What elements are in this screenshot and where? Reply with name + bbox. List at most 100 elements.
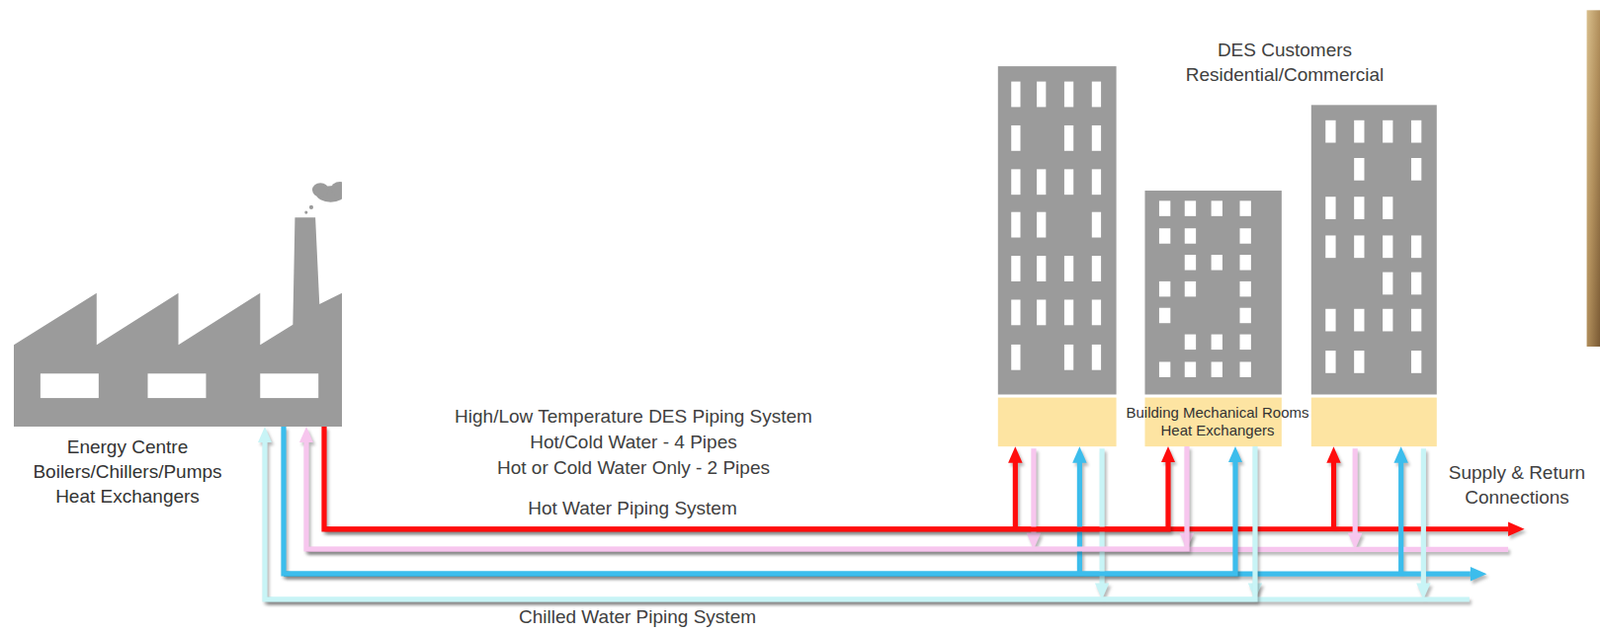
window (1353, 120, 1364, 144)
caption-label: Chilled Water Piping System (459, 606, 816, 629)
window (1382, 120, 1393, 144)
window (1064, 82, 1074, 108)
window (1240, 335, 1252, 350)
pipe (1421, 448, 1427, 586)
window (1159, 200, 1171, 216)
window (1010, 168, 1020, 195)
window (1184, 254, 1196, 270)
window (1064, 125, 1074, 152)
arrowhead (1347, 533, 1362, 551)
window (1353, 196, 1364, 220)
window (1092, 299, 1101, 326)
pipe-connector (264, 436, 1256, 600)
connector-group (264, 426, 1256, 600)
smoke (304, 211, 308, 215)
window (1325, 309, 1336, 333)
window (1240, 228, 1252, 244)
window (1064, 255, 1074, 282)
window (1159, 361, 1171, 377)
window (1411, 120, 1422, 144)
window (1411, 235, 1422, 258)
window (1184, 228, 1196, 244)
window (1159, 228, 1171, 244)
window (1240, 361, 1252, 377)
window (1064, 344, 1074, 371)
window (1325, 350, 1336, 374)
pipe (1012, 461, 1018, 530)
energy-centre: Energy Centre Boilers/Chillers/Pumps Hea… (13, 178, 342, 427)
window (1325, 196, 1336, 220)
window (1184, 335, 1196, 350)
window (1010, 255, 1020, 282)
window (1184, 361, 1196, 377)
caption-label: Supply & Return Connections (1437, 460, 1597, 510)
window (1064, 168, 1074, 195)
window (1382, 196, 1393, 220)
caption-label: Hot Water Piping System (454, 496, 811, 521)
pipe (1099, 448, 1105, 586)
window (1382, 235, 1393, 258)
pipe (1331, 461, 1337, 530)
window (1010, 212, 1020, 239)
pipe-connector (283, 426, 1236, 575)
customer-buildings (998, 66, 1437, 447)
window (1010, 125, 1020, 152)
caption-label: DES Customers Residential/Commercial (1151, 37, 1419, 87)
window (1184, 200, 1196, 216)
factory-icon (13, 178, 342, 427)
factory-window (147, 373, 206, 399)
arrowhead (1416, 583, 1431, 600)
factory-window (40, 373, 99, 399)
pipe (1030, 448, 1036, 536)
caption-label: High/Low Temperature DES Piping System (416, 404, 851, 429)
window (1411, 309, 1422, 333)
window (1036, 82, 1046, 108)
arrowhead (1508, 522, 1525, 537)
mechanical-rooms: Building Mechanical Rooms Heat Exchanger… (998, 398, 1437, 447)
mechanical-room-band (1311, 398, 1437, 448)
factory-silhouette (13, 217, 342, 427)
window (1411, 158, 1422, 181)
window (1092, 255, 1101, 282)
mechanical-room-band (998, 398, 1117, 448)
window (1211, 200, 1223, 216)
window (1211, 335, 1223, 350)
window (1159, 281, 1171, 297)
window (1211, 361, 1223, 377)
window (1353, 158, 1364, 181)
window (1325, 120, 1336, 144)
arrowhead (1470, 567, 1488, 582)
window (1036, 168, 1046, 195)
arrowhead (1393, 446, 1408, 464)
caption-label: Hot or Cold Water Only - 2 Pipes (416, 455, 851, 481)
window (1353, 309, 1364, 333)
window (1382, 309, 1393, 333)
window (1036, 212, 1046, 239)
window (1382, 272, 1393, 296)
window (1353, 350, 1364, 374)
window (1092, 168, 1101, 195)
photo-edge (1587, 9, 1600, 347)
pipe-connector (324, 426, 1169, 530)
pipe-connector (306, 436, 1187, 550)
building (1311, 104, 1437, 395)
window (1010, 82, 1020, 108)
window (1092, 212, 1101, 239)
window (1092, 125, 1101, 152)
smoke (312, 182, 330, 197)
window (1211, 254, 1223, 270)
node-text: Energy Centre Boilers/Chillers/Pumps Hea… (13, 434, 242, 509)
window (1092, 82, 1101, 108)
pipe (1352, 448, 1358, 536)
caption-label: Hot/Cold Water - 4 Pipes (416, 429, 851, 455)
pipe (1398, 461, 1404, 576)
window (1010, 299, 1020, 326)
arrowhead (1008, 446, 1022, 464)
arrowhead (1326, 446, 1341, 464)
window (1240, 308, 1252, 324)
smoke (331, 181, 342, 196)
window (1010, 344, 1020, 371)
window (1036, 255, 1046, 282)
